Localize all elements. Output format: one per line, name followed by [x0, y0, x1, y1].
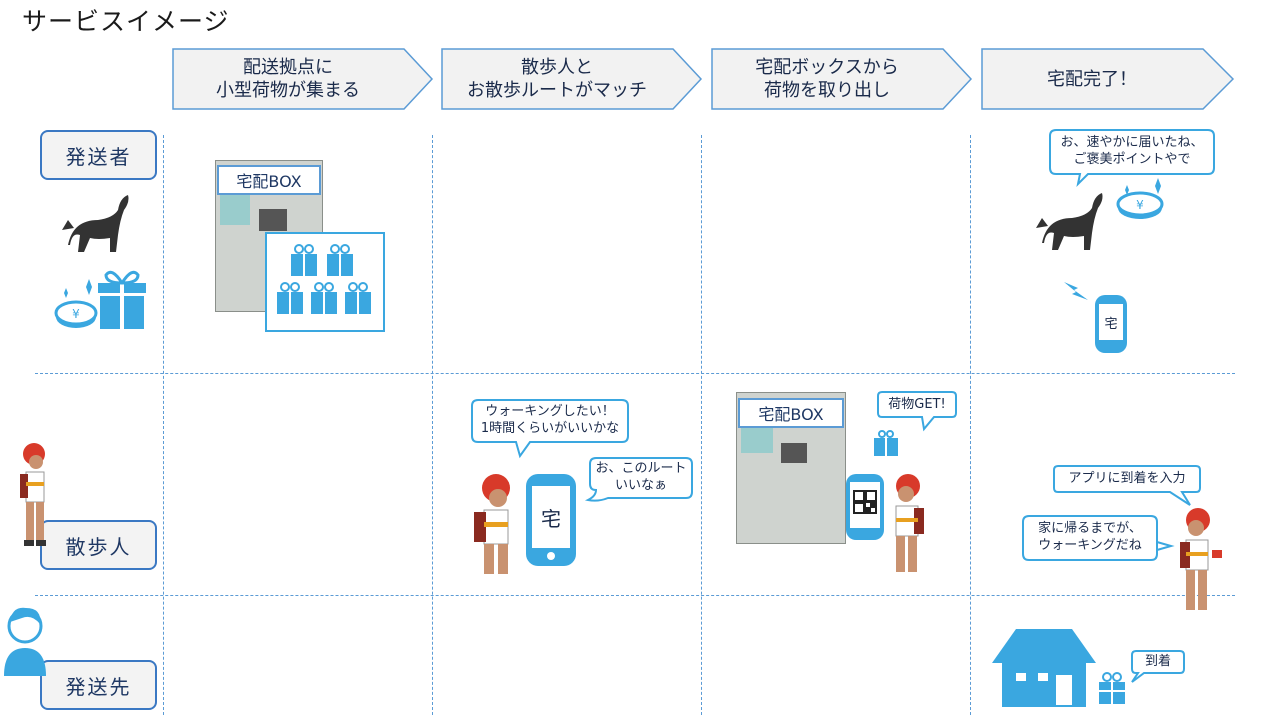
- step-4-line1: 宅配完了！: [1047, 68, 1137, 90]
- walker-phone-char: 宅: [532, 486, 570, 548]
- step-2-line1: 散歩人と: [521, 57, 593, 78]
- walker-want-bubble: ウォーキングしたい！ 1時間くらいがいいかな: [470, 398, 630, 459]
- walker-want-line2: 1時間くらいがいいかな: [480, 421, 620, 436]
- walker-character-icon: [895, 474, 924, 572]
- step-arrow-3: 宅配ボックスから荷物を取り出し: [711, 48, 973, 110]
- walker-want-line1: ウォーキングしたい！: [485, 404, 615, 419]
- going-home-line2: ウォーキングだね: [1038, 538, 1142, 553]
- qr-code-icon: [853, 490, 877, 514]
- walker-phone-icon: 宅: [526, 474, 576, 566]
- going-home-bubble: 家に帰るまでが、ウォーキングだね: [1021, 514, 1175, 566]
- svg-text:¥: ¥: [72, 307, 80, 321]
- house-icon: [992, 629, 1096, 707]
- column-divider-1: [163, 135, 164, 715]
- role-walker: 散歩人: [40, 520, 157, 570]
- page-title: サービスイメージ: [22, 7, 230, 36]
- step-1-line1: 配送拠点に: [243, 57, 333, 78]
- walker-character-icon: [474, 474, 510, 574]
- locker-label: 宅配BOX: [738, 398, 844, 428]
- got-package-bubble: 荷物GET!: [876, 391, 958, 432]
- walker-character-icon: [20, 443, 46, 546]
- going-home-line1: 家に帰るまでが、: [1038, 521, 1142, 536]
- arrival-input-text: アプリに到着を入力: [1068, 471, 1186, 486]
- role-recipient: 発送先: [40, 660, 157, 710]
- locker-label: 宅配BOX: [217, 165, 321, 195]
- gift-stack-icon: [277, 244, 371, 314]
- gift-icon: [1099, 672, 1125, 704]
- sender-phone-icon: 宅: [1095, 295, 1127, 353]
- step-arrow-1: 配送拠点に小型荷物が集まる: [172, 48, 434, 110]
- sender-thanks-bubble: お、速やかに届いたね、ご褒美ポイントやで: [1048, 128, 1216, 188]
- coin-icon: ¥: [1116, 178, 1164, 219]
- column-divider-4: [970, 135, 971, 715]
- walker-route-line2: いいなぁ: [614, 478, 667, 493]
- sender-phone-char: 宅: [1099, 304, 1123, 340]
- step-3-line2: 荷物を取り出し: [764, 80, 890, 101]
- got-package-text: 荷物GET!: [888, 396, 946, 412]
- walker-route-line1: お、このルート: [595, 461, 687, 476]
- step-arrow-2: 散歩人とお散歩ルートがマッチ: [441, 48, 703, 110]
- arrival-input-bubble: アプリに到着を入力: [1052, 465, 1202, 506]
- sender-thanks-line2: ご褒美ポイントやで: [1073, 152, 1191, 167]
- step-3-line1: 宅配ボックスから: [755, 57, 899, 78]
- arrived-text: 到着: [1144, 654, 1171, 669]
- row-divider-2: [35, 595, 1235, 596]
- walker-character-icon: [1180, 508, 1222, 610]
- qr-phone-icon: [846, 474, 884, 540]
- cat-silhouette-icon: [62, 195, 129, 252]
- recipient-person-icon: [4, 607, 46, 676]
- notification-bolt-icon: [1064, 282, 1088, 300]
- column-divider-2: [432, 135, 433, 715]
- cat-stretch-icon: [1036, 193, 1103, 250]
- step-1-line2: 小型荷物が集まる: [216, 80, 360, 101]
- coin-gift-icon: ¥: [54, 270, 146, 329]
- sender-thanks-line1: お、速やかに届いたね、: [1060, 135, 1204, 150]
- arrived-bubble: 到着: [1130, 650, 1186, 683]
- gift-stack-panel: [265, 232, 385, 332]
- step-arrow-4: 宅配完了！: [981, 48, 1236, 110]
- role-sender: 発送者: [40, 130, 157, 180]
- walker-route-bubble: お、このルートいいなぁ: [584, 456, 694, 502]
- step-2-line2: お散歩ルートがマッチ: [467, 80, 647, 101]
- svg-text:¥: ¥: [1136, 198, 1144, 212]
- row-divider-1: [35, 373, 1235, 374]
- column-divider-3: [701, 135, 702, 715]
- gift-icon: [874, 430, 898, 456]
